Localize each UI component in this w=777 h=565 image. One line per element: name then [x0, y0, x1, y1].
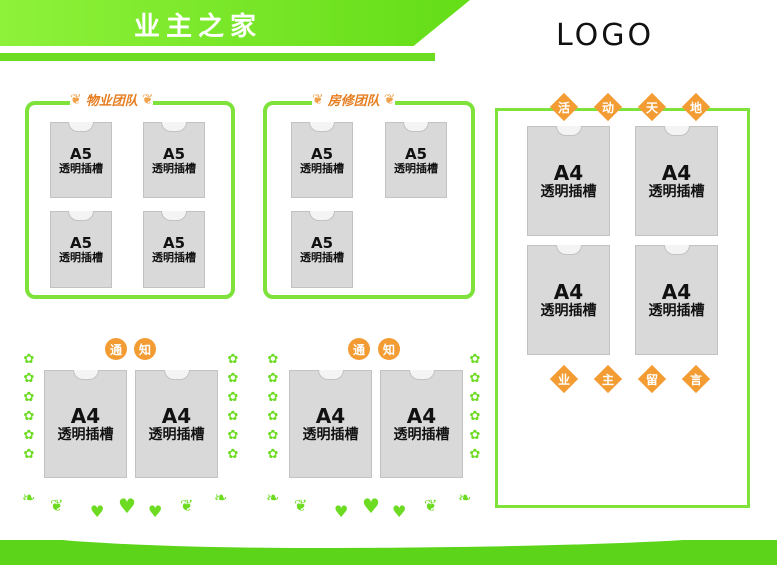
activity-panel	[495, 108, 750, 508]
flower-icon: ✿	[227, 409, 239, 424]
activity-diamond: 天	[637, 92, 667, 122]
flower-icon: ✿	[227, 447, 239, 462]
flower-icon: ✿	[469, 371, 481, 386]
wing-left-icon: ❦	[312, 91, 324, 108]
flower-icon: ✿	[23, 409, 35, 424]
flower-icon: ✿	[267, 409, 279, 424]
heart-icon: ♥	[118, 494, 136, 518]
flower-icon: ✿	[23, 390, 35, 405]
flower-icon: ✿	[23, 447, 35, 462]
vine-icon: ❦	[180, 496, 194, 515]
flower-column-left: ✿ ✿ ✿ ✿ ✿ ✿	[22, 350, 36, 464]
flower-icon: ✿	[23, 352, 35, 367]
message-diamond: 留	[637, 364, 667, 394]
flower-icon: ✿	[469, 409, 481, 424]
flower-icon: ✿	[227, 352, 239, 367]
message-diamond: 言	[681, 364, 711, 394]
flower-icon: ✿	[267, 447, 279, 462]
vine-icon: ❧	[458, 488, 472, 507]
vine-icon: ❦	[294, 496, 308, 515]
flower-column-left: ✿ ✿ ✿ ✿ ✿ ✿	[266, 350, 280, 464]
flower-icon: ✿	[23, 371, 35, 386]
heart-icon: ♥	[90, 502, 105, 521]
heart-icon: ♥	[362, 494, 380, 518]
bottom-curve	[0, 528, 777, 548]
flower-icon: ✿	[227, 371, 239, 386]
team-title-property: 物业团队	[81, 90, 142, 109]
flower-icon: ✿	[469, 428, 481, 443]
notice-badge: 通	[348, 338, 370, 360]
notice-badge: 知	[134, 338, 156, 360]
notice-badge: 知	[378, 338, 400, 360]
message-diamond: 业	[549, 364, 579, 394]
activity-diamond: 地	[681, 92, 711, 122]
flower-column-right: ✿ ✿ ✿ ✿ ✿ ✿	[226, 350, 240, 464]
activity-diamond: 活	[549, 92, 579, 122]
message-diamond: 主	[593, 364, 623, 394]
flower-icon: ✿	[23, 428, 35, 443]
heart-icon: ♥	[392, 502, 407, 521]
activity-diamond: 动	[593, 92, 623, 122]
vine-icon: ❦	[424, 496, 438, 515]
heart-icon: ♥	[148, 502, 163, 521]
team-title-property-wrap: ❦ 物业团队 ❦	[70, 90, 154, 109]
page-title: 业主之家	[134, 12, 263, 42]
title-underline	[0, 53, 435, 61]
wing-right-icon: ❦	[383, 91, 396, 108]
flower-icon: ✿	[469, 447, 481, 462]
flower-icon: ✿	[469, 352, 481, 367]
flower-icon: ✿	[267, 390, 279, 405]
flower-column-right: ✿ ✿ ✿ ✿ ✿ ✿	[468, 350, 482, 464]
vine-icon: ❦	[50, 496, 64, 515]
wing-left-icon: ❦	[70, 91, 82, 108]
title-band	[0, 0, 470, 46]
vine-icon: ❧	[266, 488, 280, 507]
flower-icon: ✿	[469, 390, 481, 405]
flower-icon: ✿	[227, 390, 239, 405]
team-title-repair: 房修团队	[323, 90, 384, 109]
team-title-repair-wrap: ❦ 房修团队 ❦	[312, 90, 396, 109]
flower-icon: ✿	[267, 371, 279, 386]
notice-badge: 通	[105, 338, 127, 360]
heart-icon: ♥	[334, 502, 349, 521]
flower-icon: ✿	[267, 428, 279, 443]
vine-icon: ❧	[214, 488, 228, 507]
logo: LOGO	[556, 18, 655, 53]
flower-icon: ✿	[227, 428, 239, 443]
flower-icon: ✿	[267, 352, 279, 367]
wing-right-icon: ❦	[141, 91, 154, 108]
vine-icon: ❧	[22, 488, 36, 507]
